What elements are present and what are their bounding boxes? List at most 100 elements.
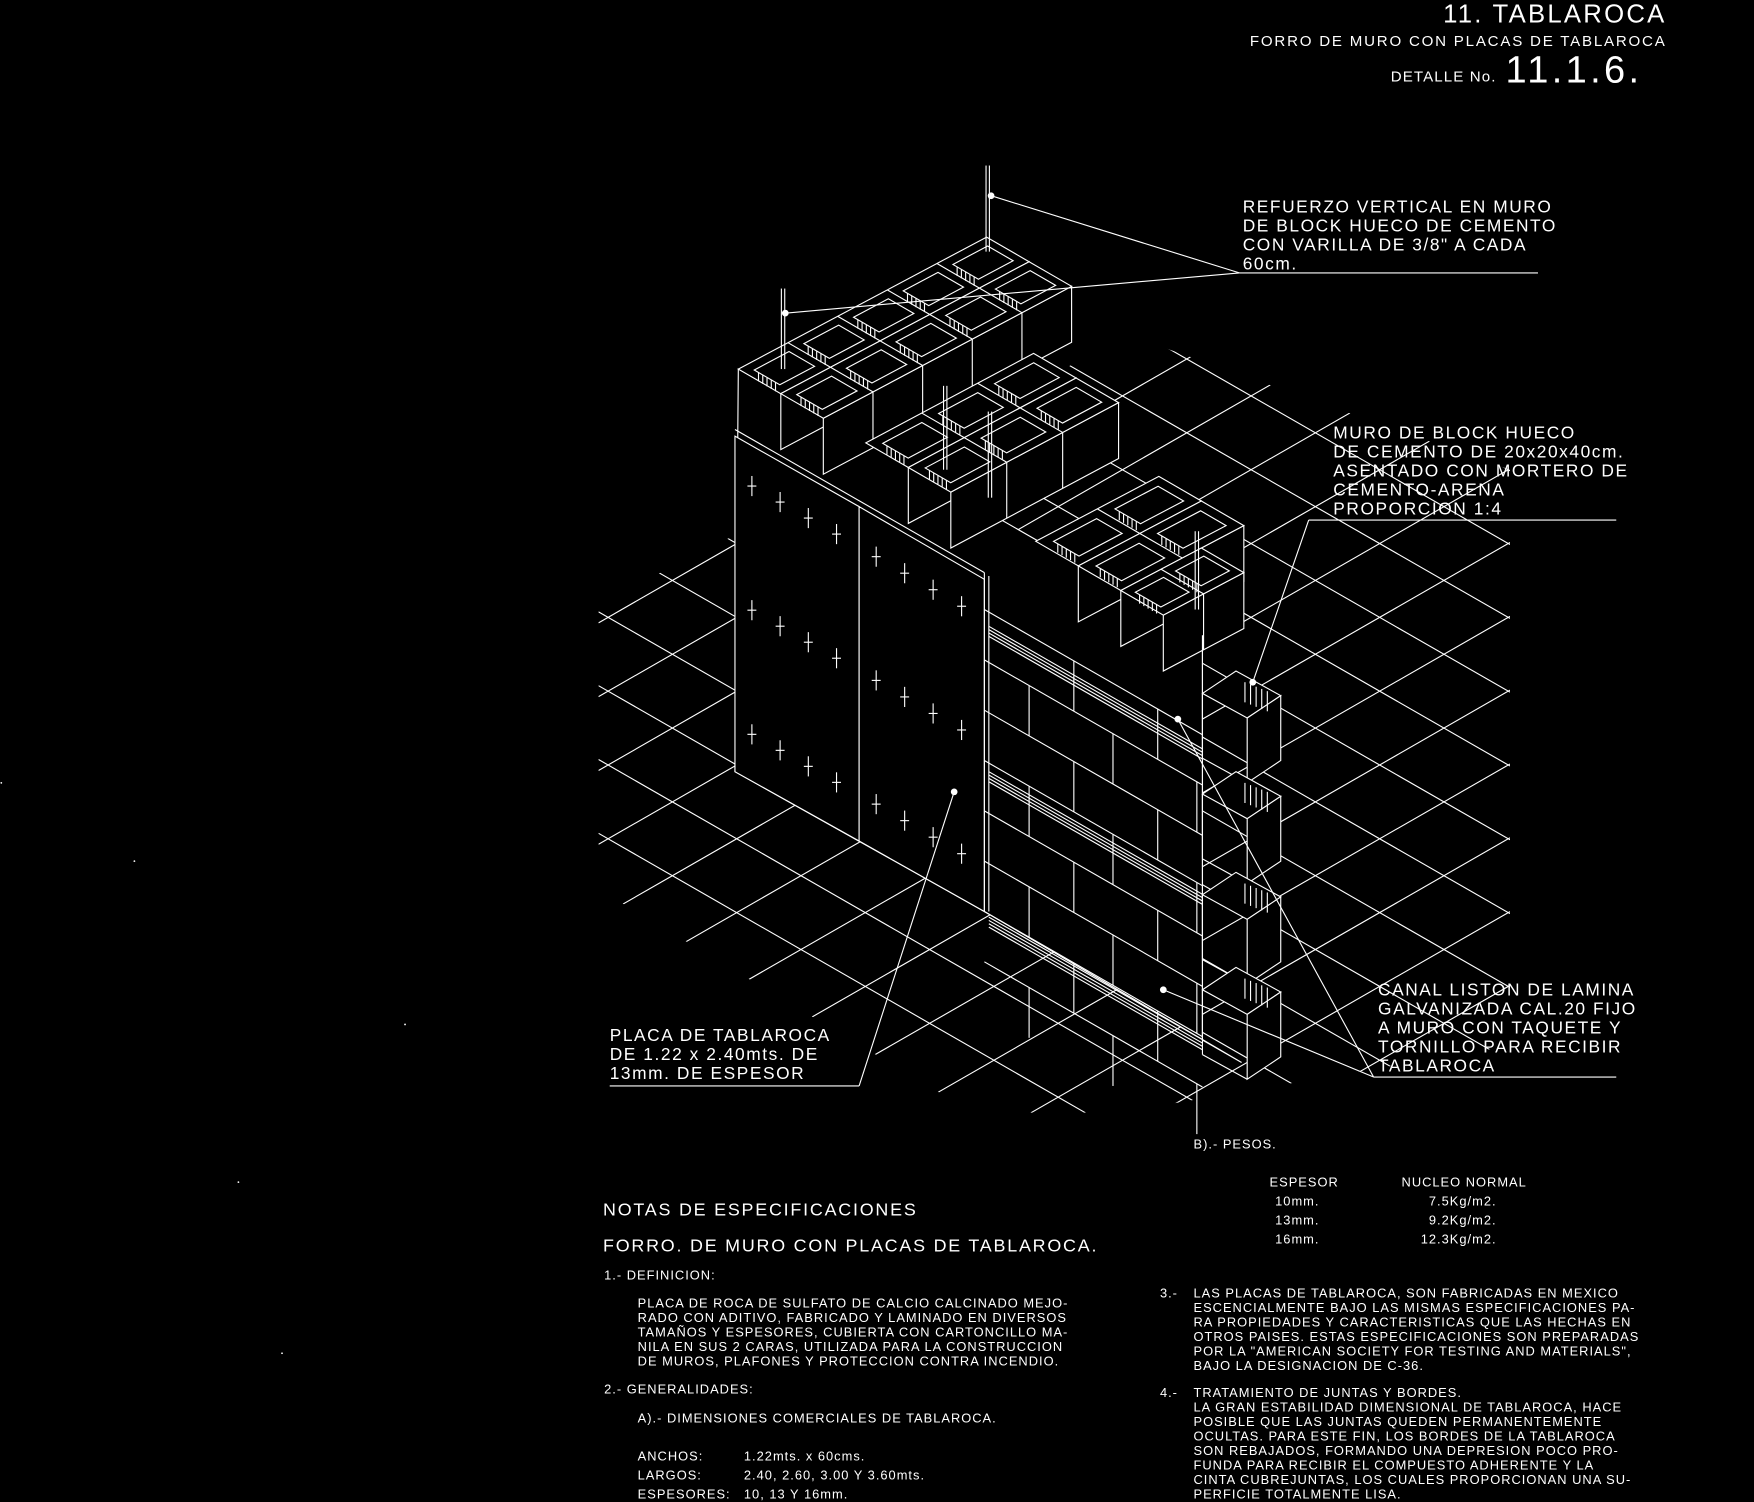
- canal-liston-line: [988, 923, 1203, 1047]
- section-1-line: NILA EN SUS 2 CARAS, UTILIZADA PARA LA C…: [638, 1339, 1064, 1354]
- block-course-line: [984, 609, 1203, 736]
- canal-liston-line: [988, 919, 1203, 1044]
- weights-value: 12.3Kg/m2.: [1421, 1232, 1497, 1247]
- weights-thickness: 16mm.: [1275, 1232, 1319, 1247]
- chapter-title: 11. TABLAROCA: [1443, 0, 1666, 28]
- block-end-face: [1246, 990, 1282, 1081]
- section-4-line: LA GRAN ESTABILIDAD DIMENSIONAL DE TABLA…: [1194, 1399, 1623, 1414]
- dimension-label: LARGOS:: [638, 1468, 702, 1483]
- block-joint: [963, 437, 1008, 463]
- block-joint: [936, 263, 980, 289]
- section-2a-title: A).- DIMENSIONES COMERCIALES DE TABLAROC…: [638, 1411, 997, 1426]
- callout-refuerzo: REFUERZO VERTICAL EN MURO DE BLOCK HUECO…: [1243, 196, 1557, 274]
- specification-notes: NOTAS DE ESPECIFICACIONES FORRO. DE MURO…: [603, 1137, 1640, 1502]
- canal-liston-line: [988, 771, 1203, 895]
- section-4-line: PERFICIE TOTALMENTE LISA.: [1194, 1487, 1402, 1502]
- block-joint: [1097, 508, 1141, 534]
- stray-point: [404, 1023, 406, 1026]
- block-end-face: [1246, 895, 1282, 986]
- section-3-line: RA PROPIEDADES Y CARACTERISTICAS QUE LAS…: [1194, 1314, 1632, 1329]
- callout-canal: CANAL LISTON DE LAMINA GALVANIZADA CAL.2…: [1378, 979, 1637, 1075]
- grid-line: [1402, 335, 1511, 398]
- block-course-line: [984, 911, 1203, 1038]
- block-course-line: [984, 760, 1203, 887]
- stray-point: [0, 781, 3, 784]
- canal-liston-line: [988, 916, 1203, 1041]
- grid-line: [598, 335, 714, 402]
- section-1-line: PLACA DE ROCA DE SULFATO DE CALCIO CALCI…: [638, 1295, 1069, 1310]
- block-course-line: [984, 659, 1203, 786]
- weights-header-nucleo: NUCLEO NORMAL: [1402, 1175, 1527, 1190]
- section-1-line: RADO CON ADITIVO, FABRICADO Y LAMINADO E…: [638, 1310, 1067, 1325]
- block-course-line: [984, 860, 1203, 987]
- leader-dot: [781, 309, 789, 317]
- block-joint: [979, 287, 1023, 314]
- grid-line: [598, 759, 1215, 1113]
- stray-point: [237, 1181, 240, 1184]
- leader-canal: [1163, 989, 1374, 1078]
- canal-liston-line: [988, 635, 1203, 760]
- callout-line: CANAL LISTON DE LAMINA: [1378, 979, 1635, 999]
- weights-header-espesor: ESPESOR: [1270, 1175, 1339, 1190]
- canal-liston-line: [988, 629, 1203, 753]
- callout-line: PLACA DE TABLAROCA: [610, 1025, 831, 1045]
- section-4-line: FUNDA PARA RECIBIR EL COMPUESTO ADHERENT…: [1194, 1458, 1595, 1473]
- weights-value: 9.2Kg/m2.: [1429, 1213, 1497, 1228]
- dimension-value: 2.40, 2.60, 3.00 Y 3.60mts.: [744, 1468, 925, 1483]
- leader-dot: [1159, 986, 1167, 994]
- weights-thickness: 13mm.: [1275, 1213, 1319, 1228]
- canal-liston-line: [988, 632, 1203, 757]
- block-course-line: [984, 810, 1203, 937]
- stray-point: [281, 1352, 283, 1355]
- block-joint: [830, 366, 874, 393]
- callout-line: TABLAROCA: [1378, 1055, 1496, 1075]
- detail-label: DETALLE No.: [1391, 69, 1497, 86]
- dimension-label: ANCHOS:: [638, 1449, 704, 1464]
- leader-dot: [1249, 678, 1257, 686]
- stray-points: [0, 781, 406, 1355]
- canal-liston-line: [988, 774, 1203, 899]
- grid-line: [1030, 837, 1511, 1113]
- panel-top-trim: [734, 428, 985, 574]
- stray-point: [133, 860, 136, 863]
- canal-liston-line: [988, 781, 1203, 905]
- block-course-line: [984, 709, 1203, 836]
- callout-line: 60cm.: [1243, 254, 1298, 274]
- leader-refuerzo: [990, 195, 1240, 274]
- weights-value: 7.5Kg/m2.: [1429, 1194, 1497, 1209]
- block-end-face: [1246, 694, 1282, 784]
- section-4-number: 4.-: [1160, 1385, 1178, 1400]
- detail-subtitle: FORRO DE MURO CON PLACAS DE TABLAROCA: [1250, 33, 1667, 50]
- leader-dot: [1174, 715, 1182, 723]
- leader-muro: [1252, 519, 1310, 683]
- callout-placa: PLACA DE TABLAROCA DE 1.22 x 2.40mts. DE…: [610, 1025, 831, 1083]
- leader-dot: [987, 192, 995, 200]
- block-joint: [1019, 407, 1063, 433]
- block-joint: [1139, 532, 1183, 559]
- leader-placa: [858, 791, 955, 1087]
- block-joint: [837, 315, 881, 342]
- callout-line: GALVANIZADA CAL.20 FIJO: [1378, 998, 1637, 1018]
- callout-line: DE BLOCK HUECO DE CEMENTO: [1243, 216, 1557, 236]
- grid-line: [1145, 335, 1511, 546]
- callout-line: MURO DE BLOCK HUECO: [1333, 422, 1576, 442]
- dimension-value: 1.22mts. x 60cms.: [744, 1449, 865, 1464]
- leader-dot: [950, 788, 958, 796]
- block-joint: [977, 382, 1021, 409]
- callout-line: REFUERZO VERTICAL EN MURO: [1243, 196, 1553, 216]
- grid-line: [902, 763, 1511, 1113]
- section-3-line: BAJO LA DESIGNACION DE C-36.: [1194, 1358, 1424, 1373]
- grid-line: [1159, 911, 1511, 1113]
- canal-liston-line: [988, 625, 1203, 750]
- callout-line: TORNILLO PARA RECIBIR: [1378, 1036, 1622, 1056]
- callout-line: DE 1.22 x 2.40mts. DE: [610, 1044, 819, 1064]
- callout-line: A MURO CON TAQUETE Y: [1378, 1017, 1622, 1037]
- section-4-line: POSIBLE QUE LAS JUNTAS QUEDEN PERMANENTE…: [1194, 1414, 1603, 1429]
- weights-thickness: 10mm.: [1275, 1194, 1319, 1209]
- notes-heading: NOTAS DE ESPECIFICACIONES: [603, 1200, 918, 1220]
- block-joint: [929, 314, 973, 340]
- leader-canal: [1177, 718, 1375, 1078]
- section-3-line: OTROS PAISES. ESTAS ESPECIFICACIONES SON…: [1194, 1329, 1640, 1344]
- section-2b-title: B).- PESOS.: [1194, 1137, 1277, 1152]
